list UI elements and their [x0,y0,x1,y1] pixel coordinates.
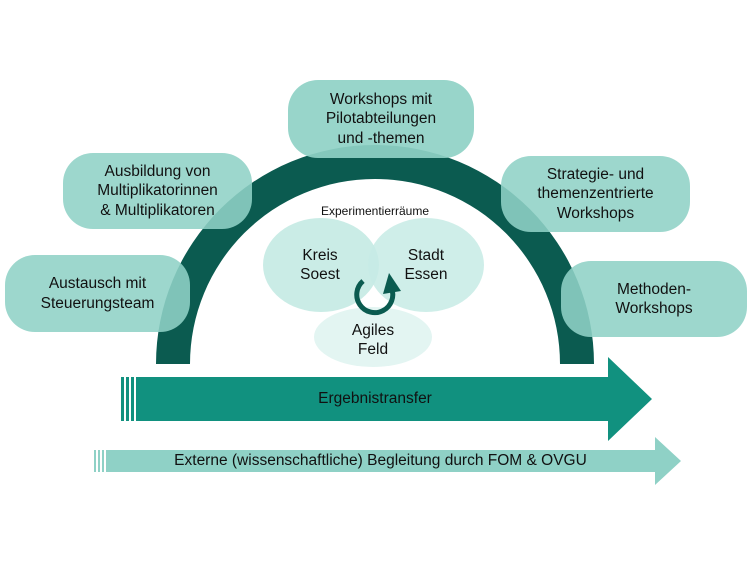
label-methoden: Methoden- Workshops [615,280,693,317]
cycle-icon [354,273,401,316]
arrow-externe-begleitung [94,437,681,485]
box-workshops-pilot [288,80,474,158]
label-agiles-feld: Agiles Feld [351,321,395,358]
label-austausch: Austausch mit Steuerungsteam [40,275,155,312]
label-strategie: Strategie- und themenzentrierte Workshop… [537,165,654,222]
arrow-ergebnistransfer [121,357,652,441]
box-austausch [5,255,190,332]
arch [156,145,594,364]
label-kreis-soest: Kreis Soest [300,246,340,283]
label-ausbildung: Ausbildung von Multiplikatorinnen & Mult… [97,162,218,219]
circle-agiles-feld [314,307,432,367]
box-strategie [501,156,690,232]
label-stadt-essen: Stadt Essen [404,246,448,283]
label-ergebnistransfer: Ergebnistransfer [318,390,432,408]
label-externe-begleitung: Externe (wissenschaftliche) Begleitung d… [174,452,587,470]
label-workshops-pilot: Workshops mit Pilotabteilungen und -them… [325,90,437,147]
box-methoden [561,261,747,337]
box-ausbildung [63,153,252,229]
circle-kreis-soest [263,218,379,312]
label-experimentierraeume: Experimentierräume [320,203,430,218]
